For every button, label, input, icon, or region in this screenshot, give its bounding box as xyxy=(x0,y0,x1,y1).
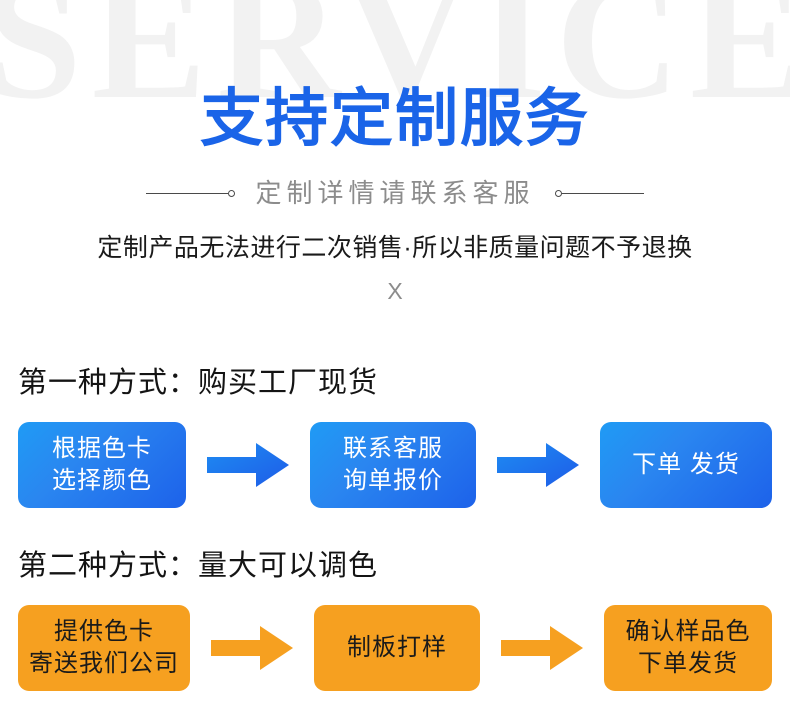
step-label-line1: 制板打样 xyxy=(347,634,447,662)
method-1-flow: 根据色卡 选择颜色 联系客服 询单报价 xyxy=(0,422,790,509)
method-2-step-3: 确认样品色 下单发货 xyxy=(604,605,772,692)
step-label-line1: 提供色卡 xyxy=(54,618,154,646)
rule-line-icon xyxy=(561,192,644,194)
method-2-step-2: 制板打样 xyxy=(314,605,480,692)
method-2-flow: 提供色卡 寄送我们公司 制板打样 确认样品色 下单发货 xyxy=(0,605,790,692)
service-watermark-text: SERVICE xyxy=(0,0,790,135)
rule-circle-icon xyxy=(228,189,236,197)
step-label-line2: 下单发货 xyxy=(638,650,738,678)
method-1-step-2: 联系客服 询单报价 xyxy=(310,422,476,509)
rule-line-icon xyxy=(146,192,229,194)
return-policy-notice: 定制产品无法进行二次销售·所以非质量问题不予退换 xyxy=(97,234,693,262)
method-1-step-3: 下单 发货 xyxy=(600,422,772,509)
step-label-line1: 根据色卡 xyxy=(52,435,152,463)
page-title: 支持定制服务 xyxy=(200,84,590,154)
step-label-line2: 选择颜色 xyxy=(52,467,152,495)
method-section-2: 第二种方式：量大可以调色 提供色卡 寄送我们公司 制板打样 确认样品色 xyxy=(0,528,790,692)
decorative-rule-left xyxy=(146,189,236,197)
method-section-1: 第一种方式：购买工厂现货 根据色卡 选择颜色 联系客 xyxy=(0,345,790,509)
x-mark-icon: X xyxy=(387,278,403,304)
arrow-right-icon xyxy=(211,626,293,671)
method-2-heading: 第二种方式：量大可以调色 xyxy=(18,550,379,583)
method-2-step-1: 提供色卡 寄送我们公司 xyxy=(18,605,190,692)
subtitle-row: 定制详情请联系客服 xyxy=(0,180,790,206)
decorative-rule-right xyxy=(554,189,644,197)
method-2-arrow-2 xyxy=(480,624,604,672)
arrow-right-icon xyxy=(207,443,289,488)
method-2-arrow-1 xyxy=(190,624,314,672)
step-label-line1: 联系客服 xyxy=(343,435,443,463)
method-1-heading: 第一种方式：购买工厂现货 xyxy=(18,367,379,400)
step-label-line1: 下单 发货 xyxy=(632,451,740,479)
step-label-line2: 询单报价 xyxy=(343,467,443,495)
step-label-line2: 寄送我们公司 xyxy=(29,650,179,678)
method-1-arrow-2 xyxy=(476,441,600,489)
rule-circle-icon xyxy=(554,189,562,197)
method-1-arrow-1 xyxy=(186,441,310,489)
step-label-line1: 确认样品色 xyxy=(625,618,751,646)
page-subtitle: 定制详情请联系客服 xyxy=(255,178,535,208)
arrow-right-icon xyxy=(501,626,583,671)
arrow-right-icon xyxy=(497,443,579,488)
method-1-step-1: 根据色卡 选择颜色 xyxy=(18,422,186,509)
